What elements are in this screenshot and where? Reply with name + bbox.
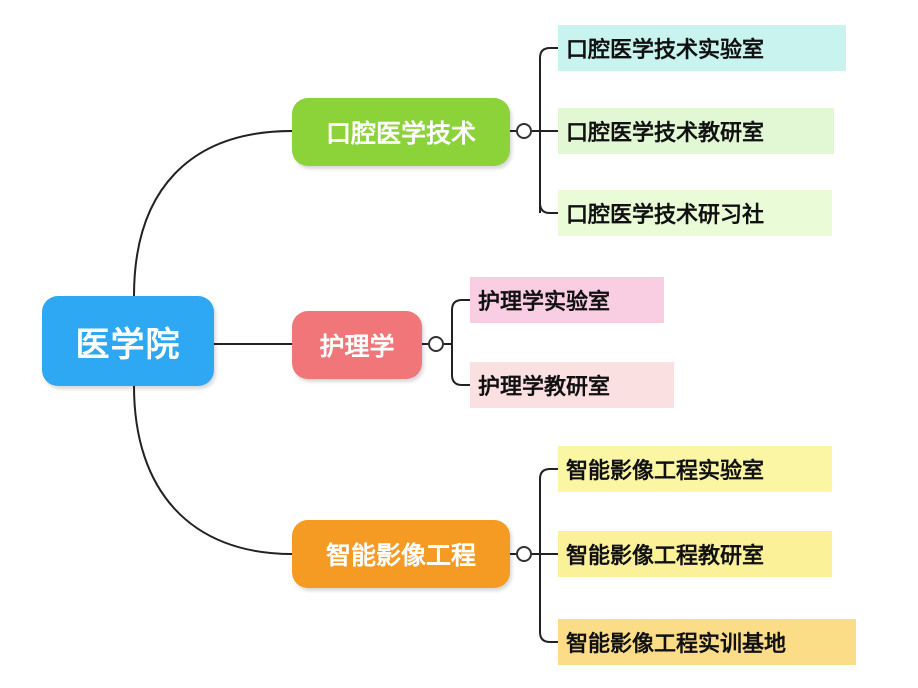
link-branch-0-trunk [532, 58, 541, 213]
branch-node-oral-medicine[interactable]: 口腔医学技术 [292, 98, 510, 166]
leaf-node[interactable]: 护理学教研室 [470, 362, 674, 408]
link-branch-2-leaf-0 [539, 468, 558, 480]
leaf-node[interactable]: 口腔医学技术教研室 [558, 108, 834, 154]
collapse-toggle-icon[interactable] [516, 123, 532, 139]
link-branch-2-trunk [532, 479, 541, 632]
root-node[interactable]: 医学院 [42, 296, 214, 386]
link-branch-1-leaf-0 [451, 299, 470, 311]
leaf-node[interactable]: 智能影像工程教研室 [558, 531, 832, 577]
leaf-node[interactable]: 智能影像工程实验室 [558, 446, 832, 492]
link-root-branch-2 [133, 385, 293, 555]
collapse-toggle-icon[interactable] [516, 546, 532, 562]
collapse-toggle-icon[interactable] [428, 336, 444, 352]
leaf-node[interactable]: 护理学实验室 [470, 277, 664, 323]
link-branch-1-leaf-1 [451, 374, 470, 386]
link-branch-0-leaf-0 [539, 47, 558, 59]
link-branch-0-leaf-2 [539, 202, 558, 214]
branch-node-nursing[interactable]: 护理学 [292, 311, 422, 379]
link-branch-2-leaf-2 [539, 631, 558, 643]
link-root-branch-0 [133, 130, 293, 297]
leaf-node[interactable]: 口腔医学技术实验室 [558, 25, 846, 71]
branch-node-imaging-engineering[interactable]: 智能影像工程 [292, 520, 510, 588]
leaf-node[interactable]: 智能影像工程实训基地 [558, 619, 856, 665]
leaf-node[interactable]: 口腔医学技术研习社 [558, 190, 832, 236]
link-branch-1-trunk [444, 310, 453, 375]
